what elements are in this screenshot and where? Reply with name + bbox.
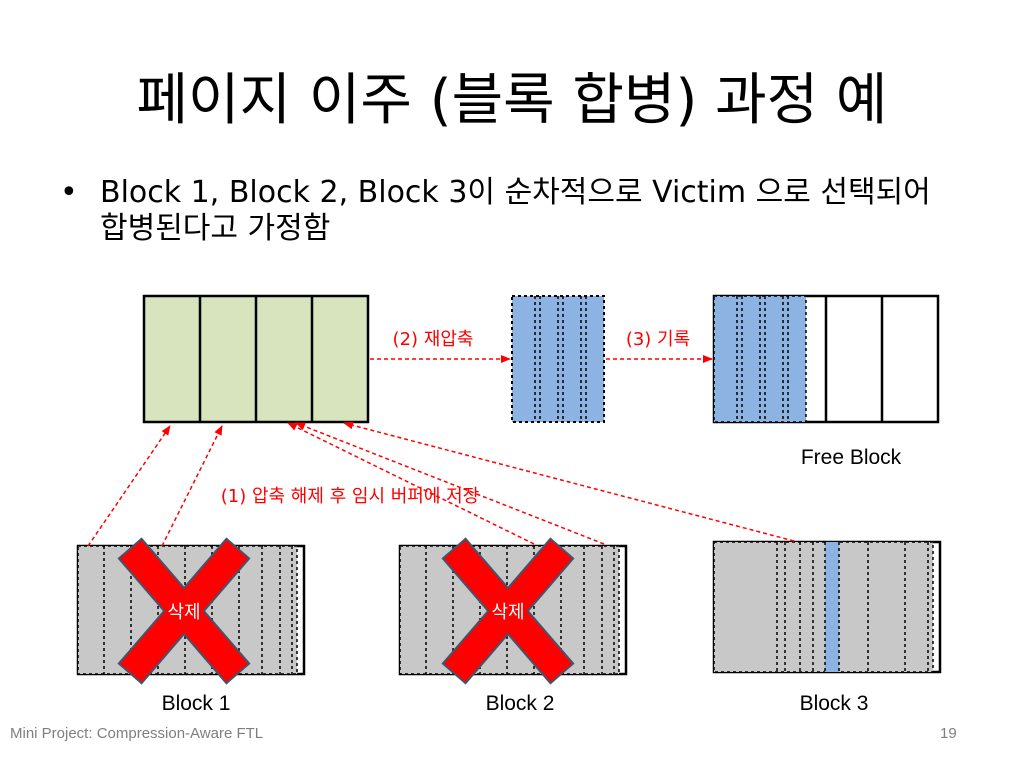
step2-label: (2) 재압축: [393, 329, 474, 350]
delete-cross-icon: [117, 537, 251, 685]
block-3: [712, 540, 942, 674]
step3-label: (3) 기록: [626, 329, 690, 350]
decompress-arrow: [161, 425, 223, 547]
decompress-arrow: [343, 421, 795, 542]
block-2-delete-label: 삭제: [491, 602, 524, 623]
decompress-arrow: [295, 422, 605, 545]
bullet-marker: •: [60, 175, 78, 210]
page-number: 19: [940, 725, 957, 742]
free-block: [712, 294, 940, 424]
block-1-delete-label: 삭제: [167, 602, 200, 623]
decompress-arrow: [287, 422, 535, 545]
step1-label: (1) 압축 해제 후 임시 버퍼에 저장: [221, 486, 480, 507]
block-2-label: Block 2: [486, 692, 555, 715]
slide-title: 페이지 이주 (블록 합병) 과정 예: [136, 68, 888, 133]
decompress-arrow: [87, 425, 171, 547]
temp-buffer: [142, 294, 370, 424]
block-2: [398, 544, 628, 676]
bullet-text: Block 1, Block 2, Block 3이 순차적으로 Victim …: [100, 175, 931, 246]
block-1-label: Block 1: [162, 692, 231, 715]
footer-title: Mini Project: Compression-Aware FTL: [10, 725, 264, 742]
delete-cross-icon: [441, 537, 575, 685]
recompressed-pages: [511, 295, 605, 423]
block-3-label: Block 3: [800, 692, 869, 715]
free-block-label: Free Block: [801, 446, 902, 469]
